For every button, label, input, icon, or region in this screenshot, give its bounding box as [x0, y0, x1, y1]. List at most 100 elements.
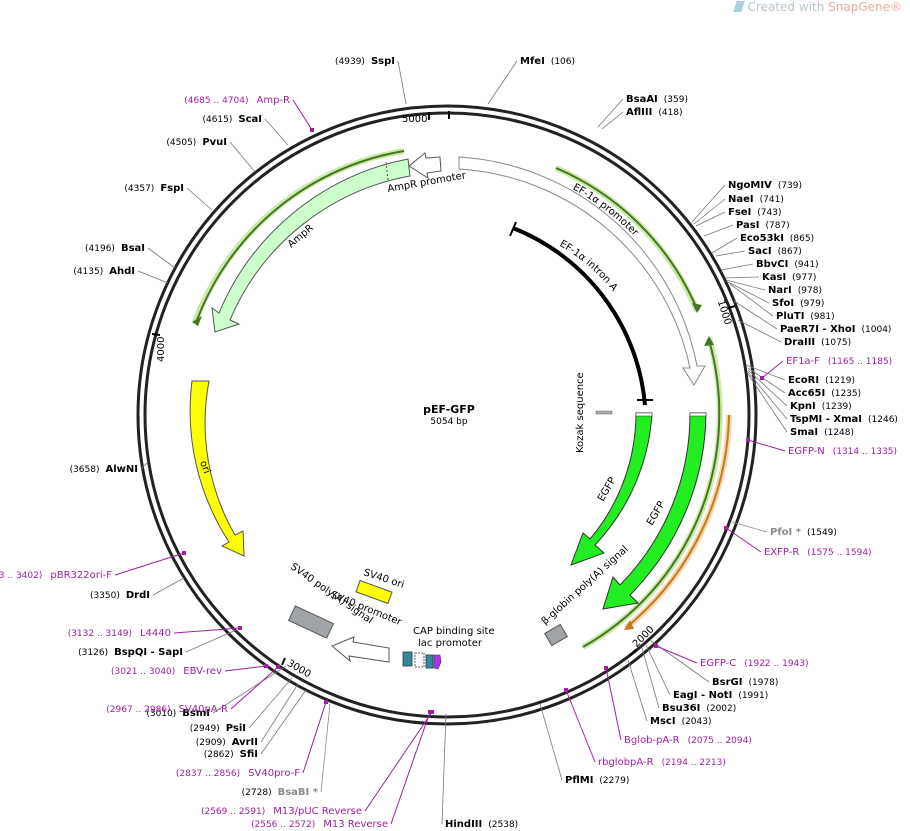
primer-label: (4685 .. 4704)Amp-R: [184, 95, 290, 106]
site-name: SspI: [371, 56, 395, 67]
primer-mark: [746, 438, 750, 442]
feature-ampr: [211, 158, 411, 333]
primer-mark: [604, 666, 608, 670]
site-label: NgoMIV(739): [728, 180, 802, 191]
orf-ampr-line: [196, 150, 405, 321]
feature-cap-site: [402, 651, 413, 667]
primer-name: L4440: [140, 628, 171, 639]
primer-range: (1922 .. 1943): [744, 659, 808, 669]
tick-1000: 1000: [715, 299, 733, 327]
primer-label: (2837 .. 2856)SV40pro-F: [176, 768, 300, 779]
site-position: (981): [810, 312, 834, 322]
site-label: MscI(2043): [650, 716, 712, 727]
site-leader: [264, 118, 289, 146]
site-position: (978): [798, 286, 822, 296]
primer-name: EF1a-F: [786, 356, 820, 367]
site-leader: [693, 198, 726, 225]
site-leader: [147, 247, 176, 269]
site-name: PflMI: [565, 775, 593, 786]
site-name: NgoMIV: [728, 180, 772, 191]
primer-name: M13 Reverse: [323, 819, 388, 830]
site-position: (1219): [825, 376, 855, 386]
site-position: (3658): [70, 465, 100, 475]
site-name: PsiI: [226, 723, 246, 734]
site-name: HindIII: [445, 819, 482, 830]
primer-range: (4685 .. 4704): [184, 96, 248, 106]
site-name: BsrGI: [712, 677, 742, 688]
primer-leader: [364, 711, 433, 812]
site-position: (359): [664, 95, 688, 105]
primer-label: Bglob-pA-R(2075 .. 2094): [624, 735, 752, 746]
site-position: (3126): [78, 648, 108, 658]
site-name: BsmI: [182, 708, 210, 719]
feature-lac-arrow: [433, 654, 442, 670]
orf-egfp-head: [704, 336, 714, 346]
site-position: (2002): [706, 704, 736, 714]
primer-range: (2967 .. 2986): [106, 705, 170, 715]
feature-lac-promoter: [425, 654, 434, 669]
site-position: (418): [658, 108, 682, 118]
primer-mark: [324, 700, 328, 704]
site-leader: [260, 683, 299, 743]
site-name: MfeI: [520, 56, 545, 67]
site-leader: [747, 373, 788, 433]
site-name: KasI: [762, 272, 786, 283]
site-position: (4196): [85, 244, 115, 254]
site-position: (1549): [807, 528, 837, 538]
site-label: (3658)AlwNI: [70, 464, 138, 475]
site-label: PluTI (981): [776, 311, 835, 322]
site-leader: [627, 659, 648, 722]
site-label: FseI(743): [728, 207, 782, 218]
tick-4000: 4000: [156, 337, 167, 362]
orf-orange-head: [624, 620, 634, 630]
site-name: BbvCI: [756, 259, 788, 270]
primer-name: rbglobpA-R: [598, 757, 654, 768]
primer-leader: [655, 645, 698, 664]
site-position: (1235): [831, 389, 861, 399]
site-name: FspI: [160, 183, 184, 194]
site-leader: [140, 461, 149, 470]
site-name: BspQI - SapI: [114, 647, 183, 658]
site-leader: [137, 270, 169, 284]
site-leader: [691, 184, 726, 223]
site-name: KpnI: [790, 401, 816, 412]
site-label: EcoRI(1219): [788, 375, 855, 386]
site-position: (4939): [335, 57, 365, 67]
site-position: (106): [551, 57, 575, 67]
site-name: PluTI: [776, 311, 804, 322]
site-leader: [597, 98, 624, 128]
site-label: SfoI(979): [772, 298, 824, 309]
primer-label: EXFP-R(1575 .. 1594): [764, 547, 872, 558]
primer-leader: [761, 360, 784, 379]
feature-ef1a-promoter: [458, 156, 706, 386]
primer-name: M13/pUC Reverse: [273, 806, 362, 817]
site-label: Acc65I(1235): [788, 388, 861, 399]
primer-mark: [430, 710, 434, 714]
site-label: Eco53kI(865): [740, 233, 814, 244]
site-label: HindIII(2538): [445, 819, 518, 830]
site-position: (2043): [682, 717, 712, 727]
orf-egfp-line: [582, 339, 721, 648]
site-position: (2909): [196, 738, 226, 748]
site-position: (1239): [822, 402, 852, 412]
site-leader: [645, 644, 671, 696]
primer-range: (2837 .. 2856): [176, 769, 240, 779]
primer-leader: [173, 627, 241, 634]
site-label: Bsu36I(2002): [662, 703, 736, 714]
site-leader: [720, 263, 754, 271]
primer-leader: [224, 665, 267, 672]
primer-leader: [725, 527, 762, 553]
primer-range: (3021 .. 3040): [111, 667, 175, 677]
primer-leader: [747, 439, 786, 452]
feature-sv40-polya: [287, 605, 335, 639]
tick-5000: 5000: [402, 114, 427, 125]
site-name: PaeR7I - XhoI: [780, 324, 856, 335]
site-name: BsaBI *: [278, 787, 319, 798]
primer-range: (2075 .. 2094): [688, 736, 752, 746]
site-name: NarI: [768, 285, 792, 296]
site-label: KpnI (1239): [790, 401, 852, 412]
site-position: (1991): [738, 691, 768, 701]
site-leader: [731, 521, 768, 533]
feature-ori: [189, 380, 245, 557]
